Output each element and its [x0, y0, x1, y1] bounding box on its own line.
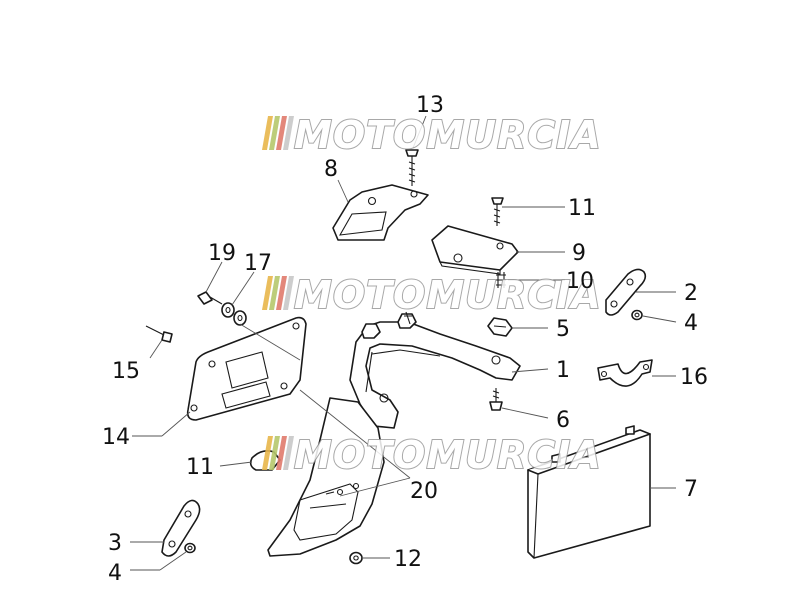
- part-9-plate: [431, 225, 519, 275]
- watermark-stripe: [276, 436, 287, 470]
- label-2: 2: [684, 281, 698, 306]
- watermark-stripe: [269, 436, 280, 470]
- part-8-bracket: [332, 184, 429, 241]
- watermark-logo-stripes: [262, 276, 294, 310]
- watermark-stripe: [283, 116, 294, 150]
- label-14: 13: [416, 93, 444, 118]
- watermark-logo-stripes: [262, 436, 294, 470]
- part-5-nut: [487, 317, 513, 337]
- label-6: 6: [556, 408, 570, 433]
- part-11-screw: [491, 197, 504, 226]
- label-15: 14: [102, 425, 130, 450]
- label-21: 20: [410, 479, 438, 504]
- part-14-screw: [405, 149, 419, 186]
- part-6-screw: [489, 388, 503, 411]
- part-21-fender: [267, 397, 385, 557]
- part-1-frame: [349, 311, 521, 429]
- label-17: 16: [680, 365, 708, 390]
- label-9: 9: [572, 241, 586, 266]
- watermark-stripe: [269, 116, 280, 150]
- part-4-washer-bottom: [184, 542, 196, 554]
- watermark-top: MOTOMURCIA: [262, 112, 602, 158]
- part-20-screw: [197, 291, 223, 305]
- part-19-washers: [221, 302, 247, 326]
- watermark-logo-stripes: [262, 116, 294, 150]
- watermark-stripe: [262, 436, 273, 470]
- label-5: 5: [556, 317, 570, 342]
- part-15-plate-holder: [186, 316, 307, 421]
- watermark-text: MOTOMURCIA: [294, 273, 602, 317]
- label-10: 10: [566, 269, 594, 294]
- watermark-stripe: [283, 436, 294, 470]
- watermark-stripe: [262, 116, 273, 150]
- part-17-strap: [597, 359, 653, 387]
- label-1: 1: [556, 358, 570, 383]
- part-2-clamp: [605, 268, 647, 316]
- label-20: 19: [208, 241, 236, 266]
- label-3: 3: [108, 531, 122, 556]
- label-13: 12: [394, 547, 422, 572]
- leader-lines: [130, 115, 677, 571]
- part-4-washer-top: [631, 309, 643, 321]
- watermark-text: MOTOMURCIA: [294, 433, 602, 477]
- part-7-battery: [527, 425, 651, 559]
- label-12: 11: [186, 455, 214, 480]
- label-4-bottom: 4: [108, 561, 122, 586]
- label-4-top: 4: [684, 311, 698, 336]
- part-10-clip: [496, 272, 506, 288]
- part-13-washer: [349, 551, 363, 565]
- watermark-middle: MOTOMURCIA: [262, 272, 602, 318]
- part-3-clamp: [161, 499, 201, 557]
- watermark-stripe: [276, 116, 287, 150]
- part-16-rivet: [145, 325, 173, 343]
- watermark-stripe: [269, 276, 280, 310]
- label-16: 15: [112, 359, 140, 384]
- watermark-text: MOTOMURCIA: [294, 113, 602, 157]
- part-labels: 13 8 11 9 10 19 17 2 4 5 1 15 16 6 14 11…: [102, 93, 708, 586]
- watermark-stripe: [276, 276, 287, 310]
- watermark-stripe: [283, 276, 294, 310]
- watermark-stripe: [262, 276, 273, 310]
- label-7: 7: [684, 477, 698, 502]
- label-8: 8: [324, 157, 338, 182]
- label-11: 11: [568, 196, 596, 221]
- watermark-bottom: MOTOMURCIA: [262, 432, 602, 478]
- label-19: 17: [244, 251, 272, 276]
